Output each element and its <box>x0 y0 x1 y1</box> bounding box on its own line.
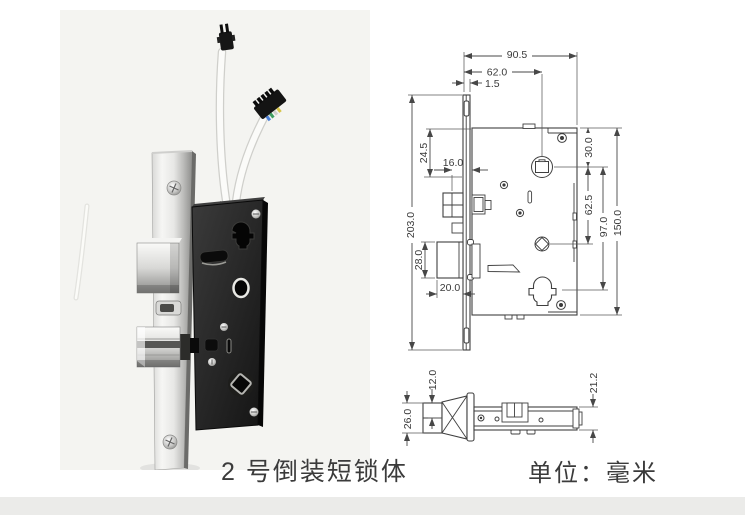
dim-top-to-spindle: 30.0 <box>583 137 595 158</box>
spindle-hole <box>228 371 254 397</box>
fv-aux-latch <box>451 222 464 234</box>
fv-deadbolt <box>436 239 481 281</box>
handle-slot <box>199 249 229 264</box>
dim-latch-half-width: 12.0 <box>427 370 439 391</box>
dim-spindle-offset: 62.0 <box>487 67 508 79</box>
connector-right <box>252 87 287 122</box>
deadbolt-block <box>136 238 182 294</box>
case-screws <box>208 209 261 417</box>
fv-hslot <box>487 264 521 273</box>
product-photo <box>60 10 370 470</box>
bv-latch-head <box>441 395 468 440</box>
aux-latch <box>155 300 182 316</box>
faceplate-screw-top <box>166 180 182 196</box>
lock-case <box>188 197 268 431</box>
fv-cylinder <box>528 276 557 307</box>
dim-deadbolt-throw: 20.0 <box>440 282 461 294</box>
dim-case-thickness: 21.2 <box>588 373 600 394</box>
product-caption: 2 号倒装短锁体 <box>221 458 408 486</box>
bottom-band <box>0 497 745 515</box>
bottom-view: 26.0 12.0 21.2 <box>402 370 600 446</box>
faceplate-screw-bottom <box>162 434 178 450</box>
dim-total-width: 90.5 <box>507 49 528 61</box>
fv-spindle <box>531 156 553 178</box>
fv-screws <box>499 133 567 310</box>
fv-vslot <box>527 190 533 204</box>
fv-diamond <box>534 236 550 252</box>
dim-deadbolt-height: 28.0 <box>413 250 425 271</box>
clip-block <box>188 338 199 353</box>
cylinder-cutout <box>231 221 255 250</box>
dim-spindle-to-square: 62.5 <box>583 195 595 216</box>
rounded-slot <box>204 338 219 352</box>
fv-case <box>471 127 578 316</box>
cable-left <box>215 47 231 205</box>
thin-slot <box>226 338 232 354</box>
cable-right <box>231 109 271 207</box>
connector-left <box>216 23 236 51</box>
oval-hole <box>232 277 250 299</box>
latch-bolt <box>136 326 190 368</box>
dim-spindle-to-cylinder: 97.0 <box>598 217 610 238</box>
dim-latch-width: 16.0 <box>443 157 464 169</box>
dim-faceplate-thickness: 1.5 <box>485 78 500 90</box>
dim-faceplate-width: 26.0 <box>402 409 414 430</box>
unit-caption: 单位：毫米 <box>528 460 658 487</box>
front-view: 90.5 62.0 1.5 203.0 24.5 <box>405 48 624 351</box>
dim-top-to-latch: 24.5 <box>418 143 430 164</box>
technical-drawing: 90.5 62.0 1.5 203.0 24.5 <box>402 48 624 446</box>
stray-wire <box>73 203 90 301</box>
bv-faceplate <box>466 392 475 442</box>
dim-case-height: 150.0 <box>612 210 624 236</box>
fv-latch <box>442 192 492 218</box>
dim-faceplate-height: 203.0 <box>405 212 417 238</box>
